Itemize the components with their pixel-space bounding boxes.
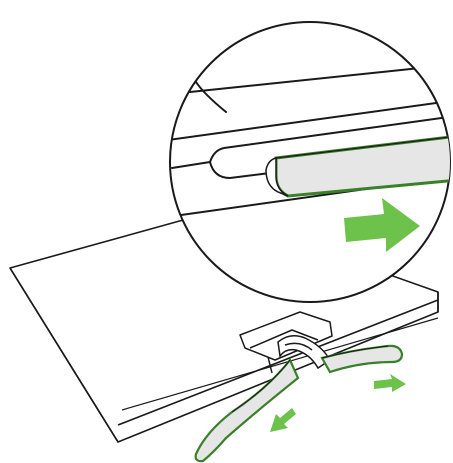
arrow-down-left-small [270, 408, 296, 432]
zoom-panel-edge [170, 99, 450, 141]
cable-cover-right-arm [320, 344, 404, 374]
cable-cover-left-arm [194, 357, 300, 463]
zoom-edge-line-upper [189, 67, 421, 93]
zoom-cable-cover [265, 134, 450, 198]
zoom-edge-bend [195, 81, 227, 113]
arrow-right-large [344, 198, 420, 252]
arrow-right-small [374, 374, 406, 392]
cable-cover-neck [277, 335, 331, 370]
stand-hinge [121, 311, 439, 411]
zoom-slot-hook [209, 161, 279, 179]
